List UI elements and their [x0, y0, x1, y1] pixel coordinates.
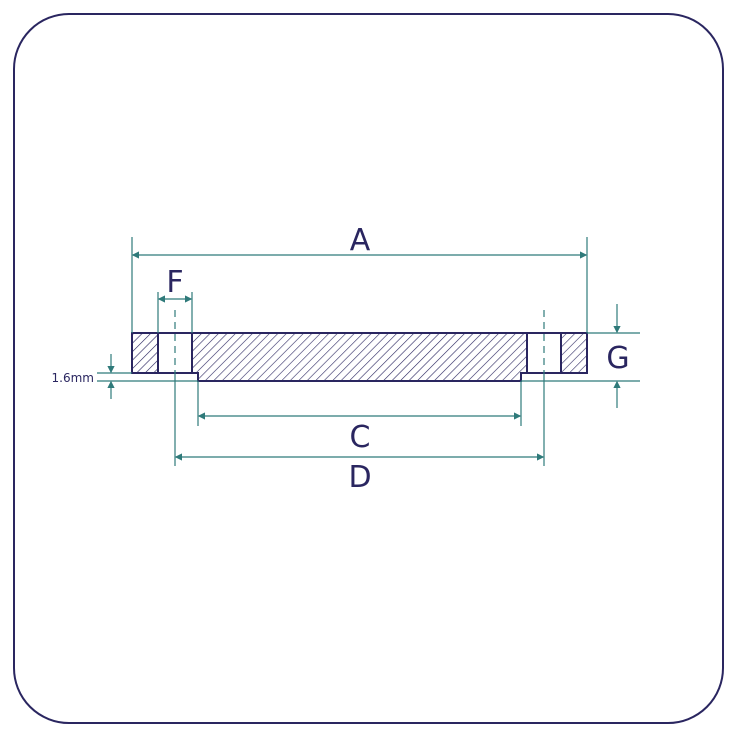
- label-g: G: [606, 341, 629, 376]
- label-f: F: [166, 265, 183, 300]
- label-step: 1.6mm: [52, 371, 94, 385]
- flange-section: [131, 332, 588, 382]
- label-a: A: [350, 223, 371, 258]
- label-c: C: [350, 420, 371, 455]
- label-d: D: [348, 460, 371, 495]
- frame: [13, 13, 724, 724]
